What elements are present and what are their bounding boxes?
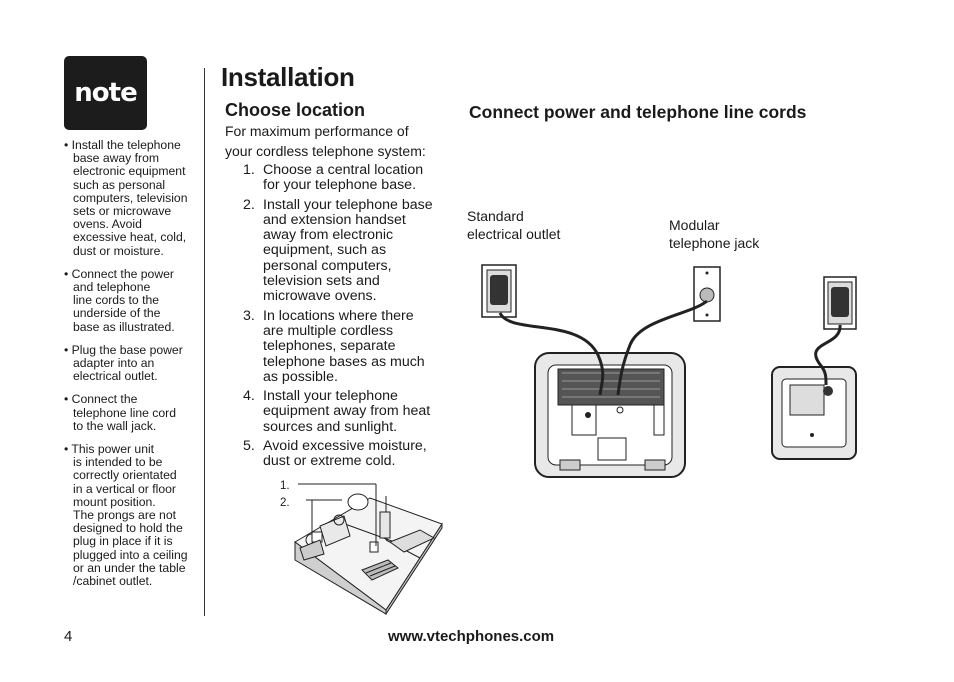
note-item-line: base away from <box>73 151 160 166</box>
note-item-line: designed to hold the <box>73 521 183 536</box>
outlet-label: Standard electrical outlet <box>467 207 560 243</box>
step-line: equipment away from heat <box>263 403 431 420</box>
note-item-line: electronic equipment <box>73 164 186 179</box>
charger-outlet-icon <box>823 276 857 330</box>
intro-line: your cordless telephone system: <box>225 142 426 159</box>
electrical-outlet-icon <box>481 264 517 318</box>
step-number: 5. <box>243 438 255 455</box>
note-item-line: dust or moisture. <box>73 243 164 258</box>
note-item-first-line: • Connect the power <box>64 266 174 281</box>
room-floorplan-illustration <box>294 483 443 615</box>
page-title: Installation <box>221 62 355 92</box>
step-number: 3. <box>243 307 255 324</box>
note-item-line: ovens. Avoid <box>73 217 142 232</box>
page-number: 4 <box>64 628 73 645</box>
step-line: Install your telephone base <box>263 196 433 213</box>
note-item-line: or an under the table <box>73 560 186 575</box>
note-item-line: correctly orientated <box>73 468 177 483</box>
note-item-line: excessive heat, cold, <box>73 230 187 245</box>
note-item-line: computers, television <box>73 190 188 205</box>
step-line: telephone bases as much <box>263 353 425 370</box>
jack-label: Modular telephone jack <box>669 216 759 252</box>
step-number: 4. <box>243 388 255 405</box>
connect-cords-heading: Connect power and telephone line cords <box>469 102 807 122</box>
note-badge: note <box>64 56 147 130</box>
step-line: telephones, separate <box>263 338 396 355</box>
note-item-line: is intended to be <box>73 455 163 470</box>
note-item-line: line cords to the <box>73 293 160 308</box>
step-line: Install your telephone <box>263 388 398 405</box>
note-item-first-line: • This power unit <box>64 442 155 457</box>
note-item-line: in a vertical or floor <box>73 481 176 496</box>
step-number: 2. <box>243 196 255 213</box>
footer-url: www.vtechphones.com <box>388 628 555 645</box>
note-item-line: electrical outlet. <box>73 369 158 384</box>
note-item-first-line: • Plug the base power <box>64 342 183 357</box>
room-callout-1: 1. <box>280 480 290 492</box>
telephone-jack-icon <box>693 266 721 322</box>
note-item-line: underside of the <box>73 306 161 321</box>
choose-location-heading: Choose location <box>225 100 366 120</box>
note-item-line: to the wall jack. <box>73 418 157 433</box>
room-callout-2: 2. <box>280 497 290 509</box>
note-item-line: /cabinet outlet. <box>73 574 153 589</box>
charger-underside-icon <box>771 366 857 460</box>
step-line: microwave ovens. <box>263 288 377 305</box>
note-item-line: and telephone <box>73 280 151 295</box>
location-step: 5. Avoid excessive moisture,dust or extre… <box>243 438 463 470</box>
step-line: Choose a central location <box>263 162 424 178</box>
step-line: In locations where there <box>263 307 414 324</box>
note-item-line: sets or microwave <box>73 204 172 219</box>
note-item-first-line: • Connect the <box>64 392 138 407</box>
note-item-line: The prongs are not <box>73 508 176 523</box>
note-item-line: plug in place if it is <box>73 534 173 549</box>
jack-label-line: Modular <box>669 217 720 233</box>
note-item-first-line: • Install the telephone <box>64 138 181 152</box>
column-divider <box>204 68 205 616</box>
step-line: are multiple cordless <box>263 322 394 339</box>
step-line: away from electronic <box>263 227 394 244</box>
step-line: television sets and <box>263 273 380 290</box>
outlet-label-line: electrical outlet <box>467 226 561 242</box>
note-item-line: plugged into a ceiling <box>73 547 188 562</box>
step-line: personal computers, <box>263 257 392 274</box>
note-item-line: mount position. <box>73 494 156 509</box>
step-line: for your telephone base. <box>263 177 417 194</box>
note-item-line: base as illustrated. <box>73 319 175 334</box>
step-line: Avoid excessive moisture, <box>263 438 427 455</box>
step-number: 1. <box>243 162 255 178</box>
step-line: and extension handset <box>263 211 406 228</box>
outlet-label-line: Standard <box>467 208 524 224</box>
choose-location-intro: For maximum performance of your cordless… <box>225 122 455 161</box>
intro-line: For maximum performance of <box>225 123 409 139</box>
note-item-line: such as personal <box>73 177 166 192</box>
step-line: equipment, such as <box>263 242 387 259</box>
step-line: sources and sunlight. <box>263 418 398 435</box>
jack-label-line: telephone jack <box>669 235 760 251</box>
note-item-line: adapter into an <box>73 356 155 371</box>
step-line: dust or extreme cold. <box>263 453 396 470</box>
step-line: as possible. <box>263 368 338 385</box>
telephone-base-underside-icon <box>534 352 686 478</box>
note-item-line: telephone line cord <box>73 405 176 420</box>
connection-diagram <box>481 264 857 478</box>
